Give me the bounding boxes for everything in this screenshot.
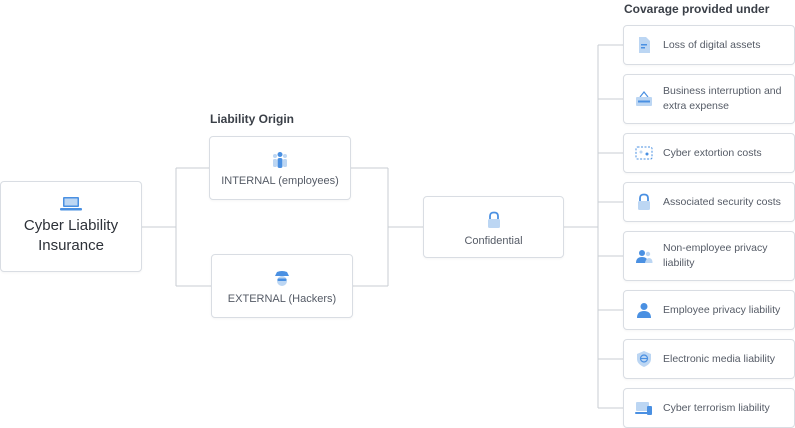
- coverage-label: Cyber terrorism liability: [663, 401, 770, 414]
- users-icon: [636, 250, 653, 263]
- coverage-label: Associated security costs: [663, 195, 781, 208]
- coverage-label: Non-employee privacy liability: [663, 242, 768, 269]
- shield-icon: [637, 351, 651, 367]
- coverage-label: Business interruption and extra expense: [663, 85, 782, 112]
- coverage-item-cyber-terrorism: Cyber terrorism liability: [623, 388, 795, 428]
- coverage-item-business-interruption: Business interruption and extra expense: [623, 74, 795, 124]
- cyber-liability-insurance-node: Cyber Liability Insurance: [0, 181, 142, 272]
- liability-origin-heading: Liability Origin: [210, 112, 295, 126]
- laptop-icon: [60, 197, 82, 211]
- lock-icon: [638, 193, 650, 210]
- confidential-node: Confidential: [423, 196, 564, 258]
- coverage-label: Loss of digital assets: [663, 38, 761, 51]
- coverage-item-electronic-media: Electronic media liability: [623, 339, 795, 379]
- coverage-heading: Covarage provided under: [624, 2, 770, 16]
- external-label: EXTERNAL (Hackers): [227, 293, 337, 305]
- employees-icon: [273, 152, 287, 168]
- coverage-label: Employee privacy liability: [663, 303, 781, 316]
- coverage-item-loss-of-digital-assets: Loss of digital assets: [623, 25, 795, 65]
- closed-sign-icon: [636, 91, 652, 106]
- coverage-item-cyber-extortion: Cyber extortion costs: [623, 133, 795, 173]
- main-node-label: Cyber Liability Insurance: [23, 217, 119, 254]
- external-hackers-node: EXTERNAL (Hackers): [211, 254, 353, 318]
- lock-icon: [487, 211, 500, 228]
- coverage-item-employee-privacy: Employee privacy liability: [623, 290, 795, 330]
- coverage-item-associated-security-costs: Associated security costs: [623, 182, 795, 222]
- document-icon: [639, 37, 650, 53]
- coverage-label: Electronic media liability: [663, 352, 776, 365]
- devices-icon: [635, 402, 652, 415]
- internal-label: INTERNAL (employees): [221, 175, 339, 187]
- user-icon: [637, 303, 651, 318]
- ransom-note-icon: [635, 146, 653, 160]
- coverage-label: Cyber extortion costs: [663, 146, 762, 159]
- confidential-label: Confidential: [464, 235, 523, 247]
- coverage-item-non-employee-privacy: Non-employee privacy liability: [623, 231, 795, 281]
- hacker-icon: [275, 271, 289, 286]
- internal-employees-node: INTERNAL (employees): [209, 136, 351, 200]
